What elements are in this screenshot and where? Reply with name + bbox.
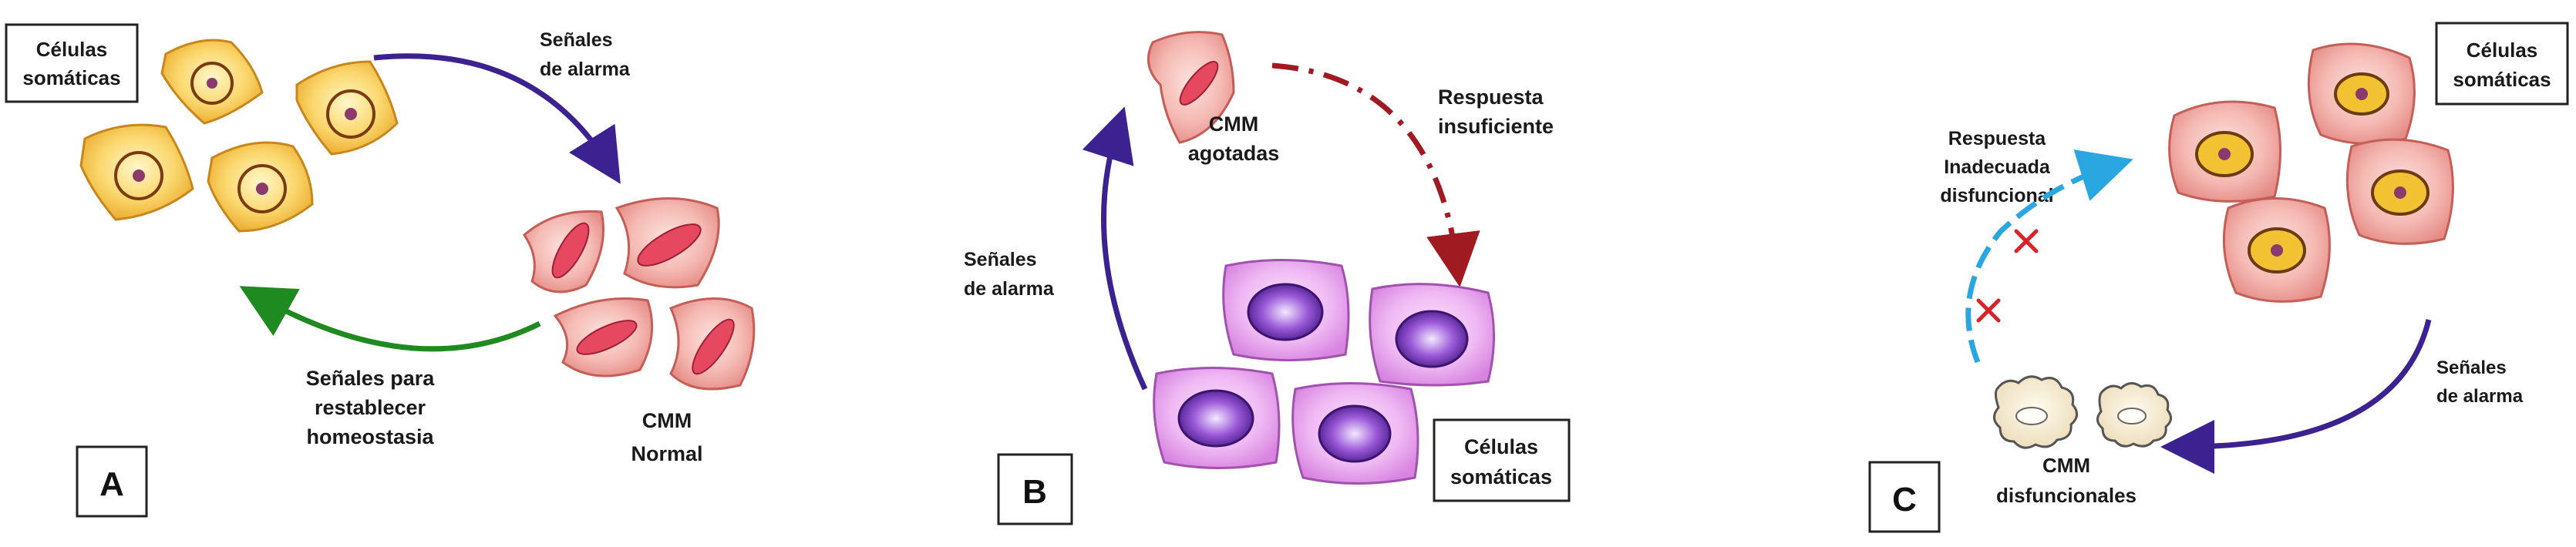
alarm-signals-label-line2: de alarma: [964, 278, 1055, 300]
somatic-cells-label-line2: somáticas: [22, 66, 120, 89]
alarm-signals-label-line2: de alarma: [540, 59, 631, 80]
exhausted-msc-label-line1: CMM: [1209, 112, 1258, 136]
homeostasis-signal-arrow: [239, 286, 541, 352]
somatic-cells-label-line2: somáticas: [2453, 68, 2551, 91]
somatic-cell: [2168, 100, 2281, 203]
panel-a: Células somáticas Señales de alarma Seña…: [5, 23, 756, 518]
somatic-cell: [160, 39, 264, 125]
msc-cell: [615, 197, 720, 289]
msc-cell: [523, 210, 604, 294]
somatic-cell: [1222, 259, 1350, 361]
somatic-cells-box: [2435, 22, 2569, 106]
somatic-cell: [2345, 138, 2454, 245]
panel-letter-box: [1868, 461, 1941, 533]
somatic-cells-label-line1: Células: [1464, 435, 1538, 458]
msc-cell: [669, 297, 756, 391]
homeostasis-label-line2: restablecer: [315, 396, 426, 419]
inadequate-response-label-line3: disfuncional: [1940, 185, 2053, 206]
x-mark-icon: [2014, 229, 2039, 253]
somatic-cell: [79, 123, 194, 221]
homeostasis-label-line3: homeostasia: [306, 425, 434, 448]
alarm-signal-arrow: [2160, 319, 2432, 474]
alarm-signals-label-line1: Señales: [2436, 357, 2507, 378]
insufficient-response-label-line1: Respuesta: [1438, 86, 1544, 109]
inadequate-response-label-line2: Inadecuada: [1944, 156, 2051, 178]
somatic-cells-label-line1: Células: [2467, 39, 2538, 62]
somatic-cell: [2307, 42, 2416, 145]
dysfunctional-msc-label-line2: disfuncionales: [1996, 484, 2137, 507]
panel-letter-box: [76, 445, 148, 518]
insufficient-response-arrow: [1271, 62, 1480, 287]
panel-letter-b: B: [1022, 473, 1047, 511]
somatic-cell: [2222, 197, 2331, 303]
normal-msc-label-line2: Normal: [631, 442, 702, 465]
somatic-cells-label-line1: Células: [36, 38, 108, 61]
homeostasis-label-line1: Señales para: [306, 367, 436, 390]
panel-letter-c: C: [1892, 481, 1917, 518]
alarm-signals-label-line1: Señales: [540, 29, 613, 51]
somatic-cell: [1369, 283, 1495, 387]
somatic-cell: [295, 60, 399, 156]
inadequate-response-arrow: [1965, 149, 2133, 364]
panel-letter-a: A: [99, 465, 124, 503]
somatic-cells-box: [5, 23, 139, 103]
exhausted-msc-cell: [1147, 31, 1235, 144]
somatic-cell: [1153, 367, 1281, 469]
alarm-signal-arrow: [1082, 106, 1148, 391]
dysfunctional-msc-cell: [2096, 382, 2172, 448]
somatic-cells-box: [1433, 418, 1571, 502]
alarm-signal-arrow: [373, 53, 621, 184]
insufficient-response-label-line2: insuficiente: [1438, 115, 1554, 138]
dysfunctional-msc-label-line1: CMM: [2042, 454, 2090, 477]
panel-c: Células somáticas Respuesta Inadecuada d…: [1868, 22, 2569, 533]
panel-b: CMM agotadas Respuesta insuficiente Seña…: [964, 31, 1571, 525]
normal-msc-label-line1: CMM: [642, 409, 692, 432]
somatic-cells-label-line2: somáticas: [1450, 465, 1552, 488]
inadequate-response-label-line1: Respuesta: [1948, 128, 2047, 149]
dysfunctional-msc-cell: [1993, 375, 2078, 449]
panel-letter-box: [997, 453, 1073, 525]
somatic-cell: [207, 141, 314, 233]
alarm-signals-label-line1: Señales: [964, 249, 1037, 270]
exhausted-msc-label-line2: agotadas: [1188, 142, 1280, 165]
alarm-signals-label-line2: de alarma: [2436, 386, 2524, 407]
msc-cell: [553, 297, 654, 378]
x-mark-icon: [1976, 298, 2001, 323]
somatic-cell: [1291, 382, 1419, 485]
